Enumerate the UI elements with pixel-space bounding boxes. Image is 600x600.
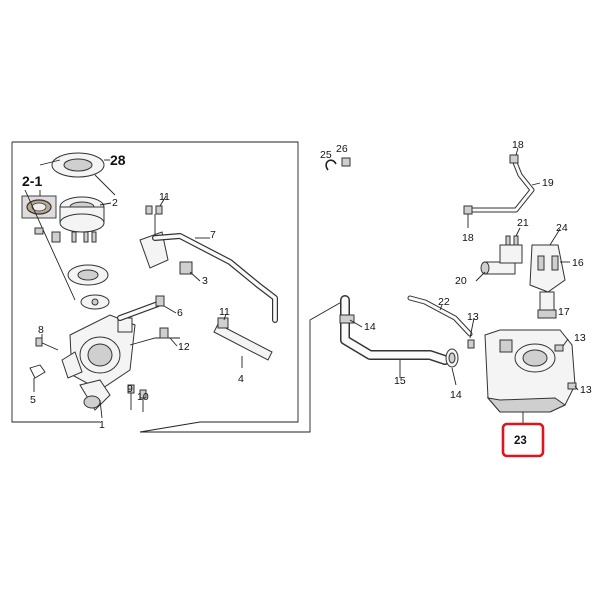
label-part-16: 16 [572,257,584,269]
label-part-2-1: 2-1 [22,173,42,189]
fuel-tank-part-23 [467,329,577,413]
label-part-14a: 14 [364,321,376,333]
label-part-25: 25 [320,149,332,161]
small-parts-left [29,337,147,412]
fuel-line-part-19 [463,154,535,215]
part-labels: 28 2-1 2 11 7 3 6 11 12 8 4 5 9 10 1 25 … [22,139,592,447]
label-part-6: 6 [177,307,183,319]
label-part-17: 17 [558,306,570,318]
label-part-24: 24 [556,222,568,234]
label-part-5: 5 [30,394,36,406]
label-part-19: 19 [542,177,554,189]
label-part-10: 10 [137,391,149,403]
label-part-1: 1 [99,419,105,431]
label-part-23: 23 [514,435,527,447]
fuel-pump-flange-group [21,152,116,310]
throttle-body-part-1 [61,314,136,411]
label-part-13c: 13 [580,384,592,396]
screws-cluster [34,227,97,243]
label-part-18b: 18 [462,232,474,244]
leader-lines [33,147,579,425]
hose-parts-14-15 [339,295,459,368]
label-part-22: 22 [438,296,450,308]
label-part-4: 4 [238,373,244,385]
label-part-11b: 11 [219,306,230,318]
clips-25-26 [325,157,351,171]
label-part-28: 28 [110,152,126,168]
left-assembly-frame [11,141,346,433]
label-part-15: 15 [394,375,406,387]
label-part-13a: 13 [467,311,479,323]
highlight-box-part-23 [501,422,545,458]
label-part-13b: 13 [574,332,586,344]
label-part-8: 8 [38,324,44,336]
fuel-line-part-7 [152,233,278,323]
label-part-3: 3 [202,275,208,287]
label-part-2: 2 [112,197,118,209]
label-part-18a: 18 [512,139,524,151]
pump-assembly-24 [529,244,566,319]
label-part-9: 9 [127,383,133,395]
label-part-12: 12 [178,341,190,353]
label-part-11a: 11 [159,191,170,203]
label-part-26: 26 [336,143,348,155]
label-part-14b: 14 [450,389,462,401]
hoses-6-12-4 [117,295,273,361]
bracket-part-3 [139,205,193,275]
label-part-20: 20 [455,275,467,287]
label-part-21: 21 [517,217,529,229]
label-part-7: 7 [210,229,216,241]
sender-unit-20 [480,235,523,275]
